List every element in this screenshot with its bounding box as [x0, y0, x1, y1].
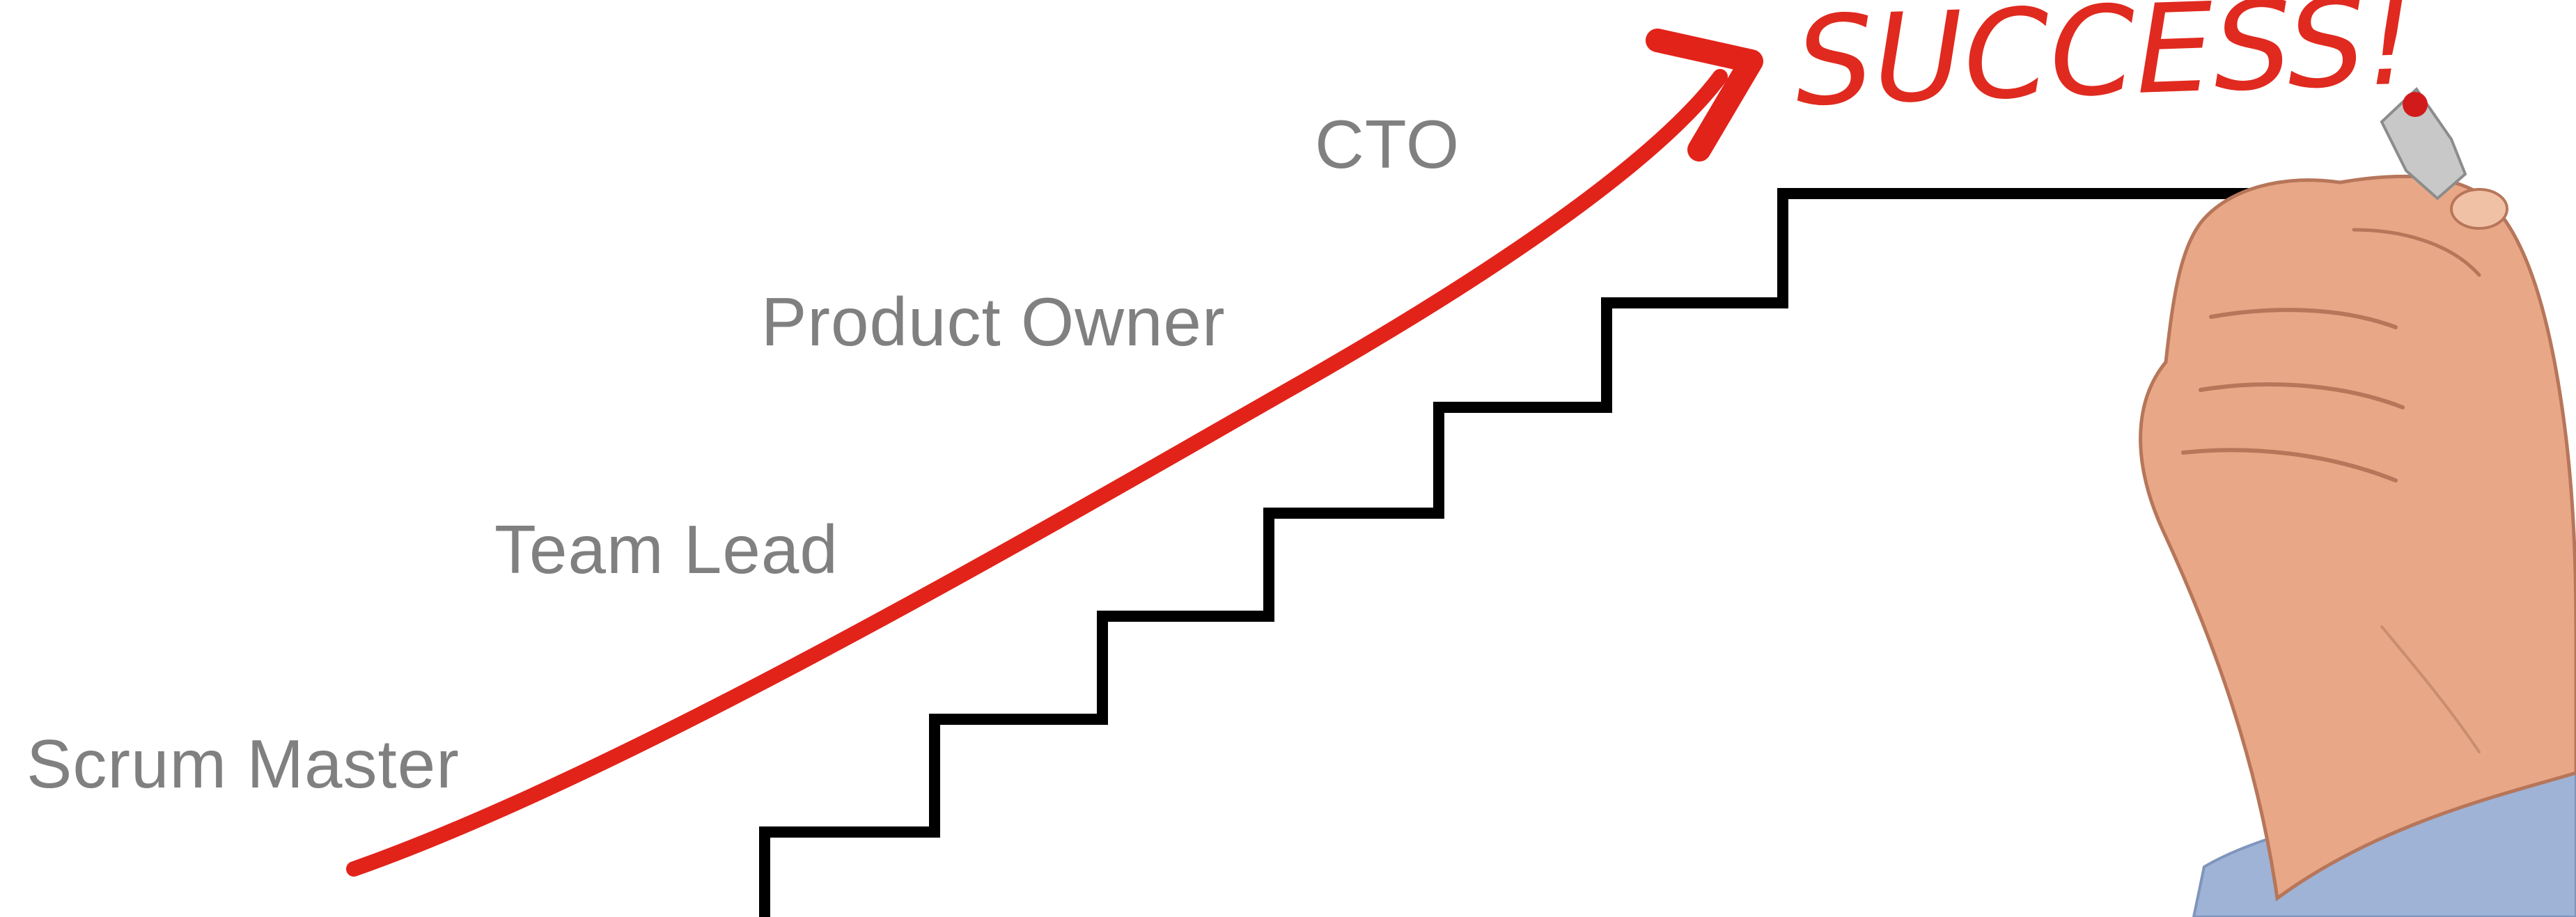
staircase-icon — [759, 188, 2437, 917]
label-cto: CTO — [1315, 106, 1460, 182]
rising-arrow-icon — [346, 69, 1728, 877]
hand-with-marker-icon — [2139, 86, 2576, 917]
label-product-owner: Product Owner — [761, 283, 1226, 360]
marker-tip-icon — [2403, 92, 2428, 117]
label-scrum-master: Scrum Master — [26, 726, 460, 802]
arrow-head-icon — [1646, 29, 1763, 162]
marker-icon — [2380, 86, 2467, 201]
label-team-lead: Team Lead — [494, 511, 838, 588]
success-headline: SUCCESS! — [1793, 0, 2417, 134]
hand-icon — [2139, 174, 2576, 902]
